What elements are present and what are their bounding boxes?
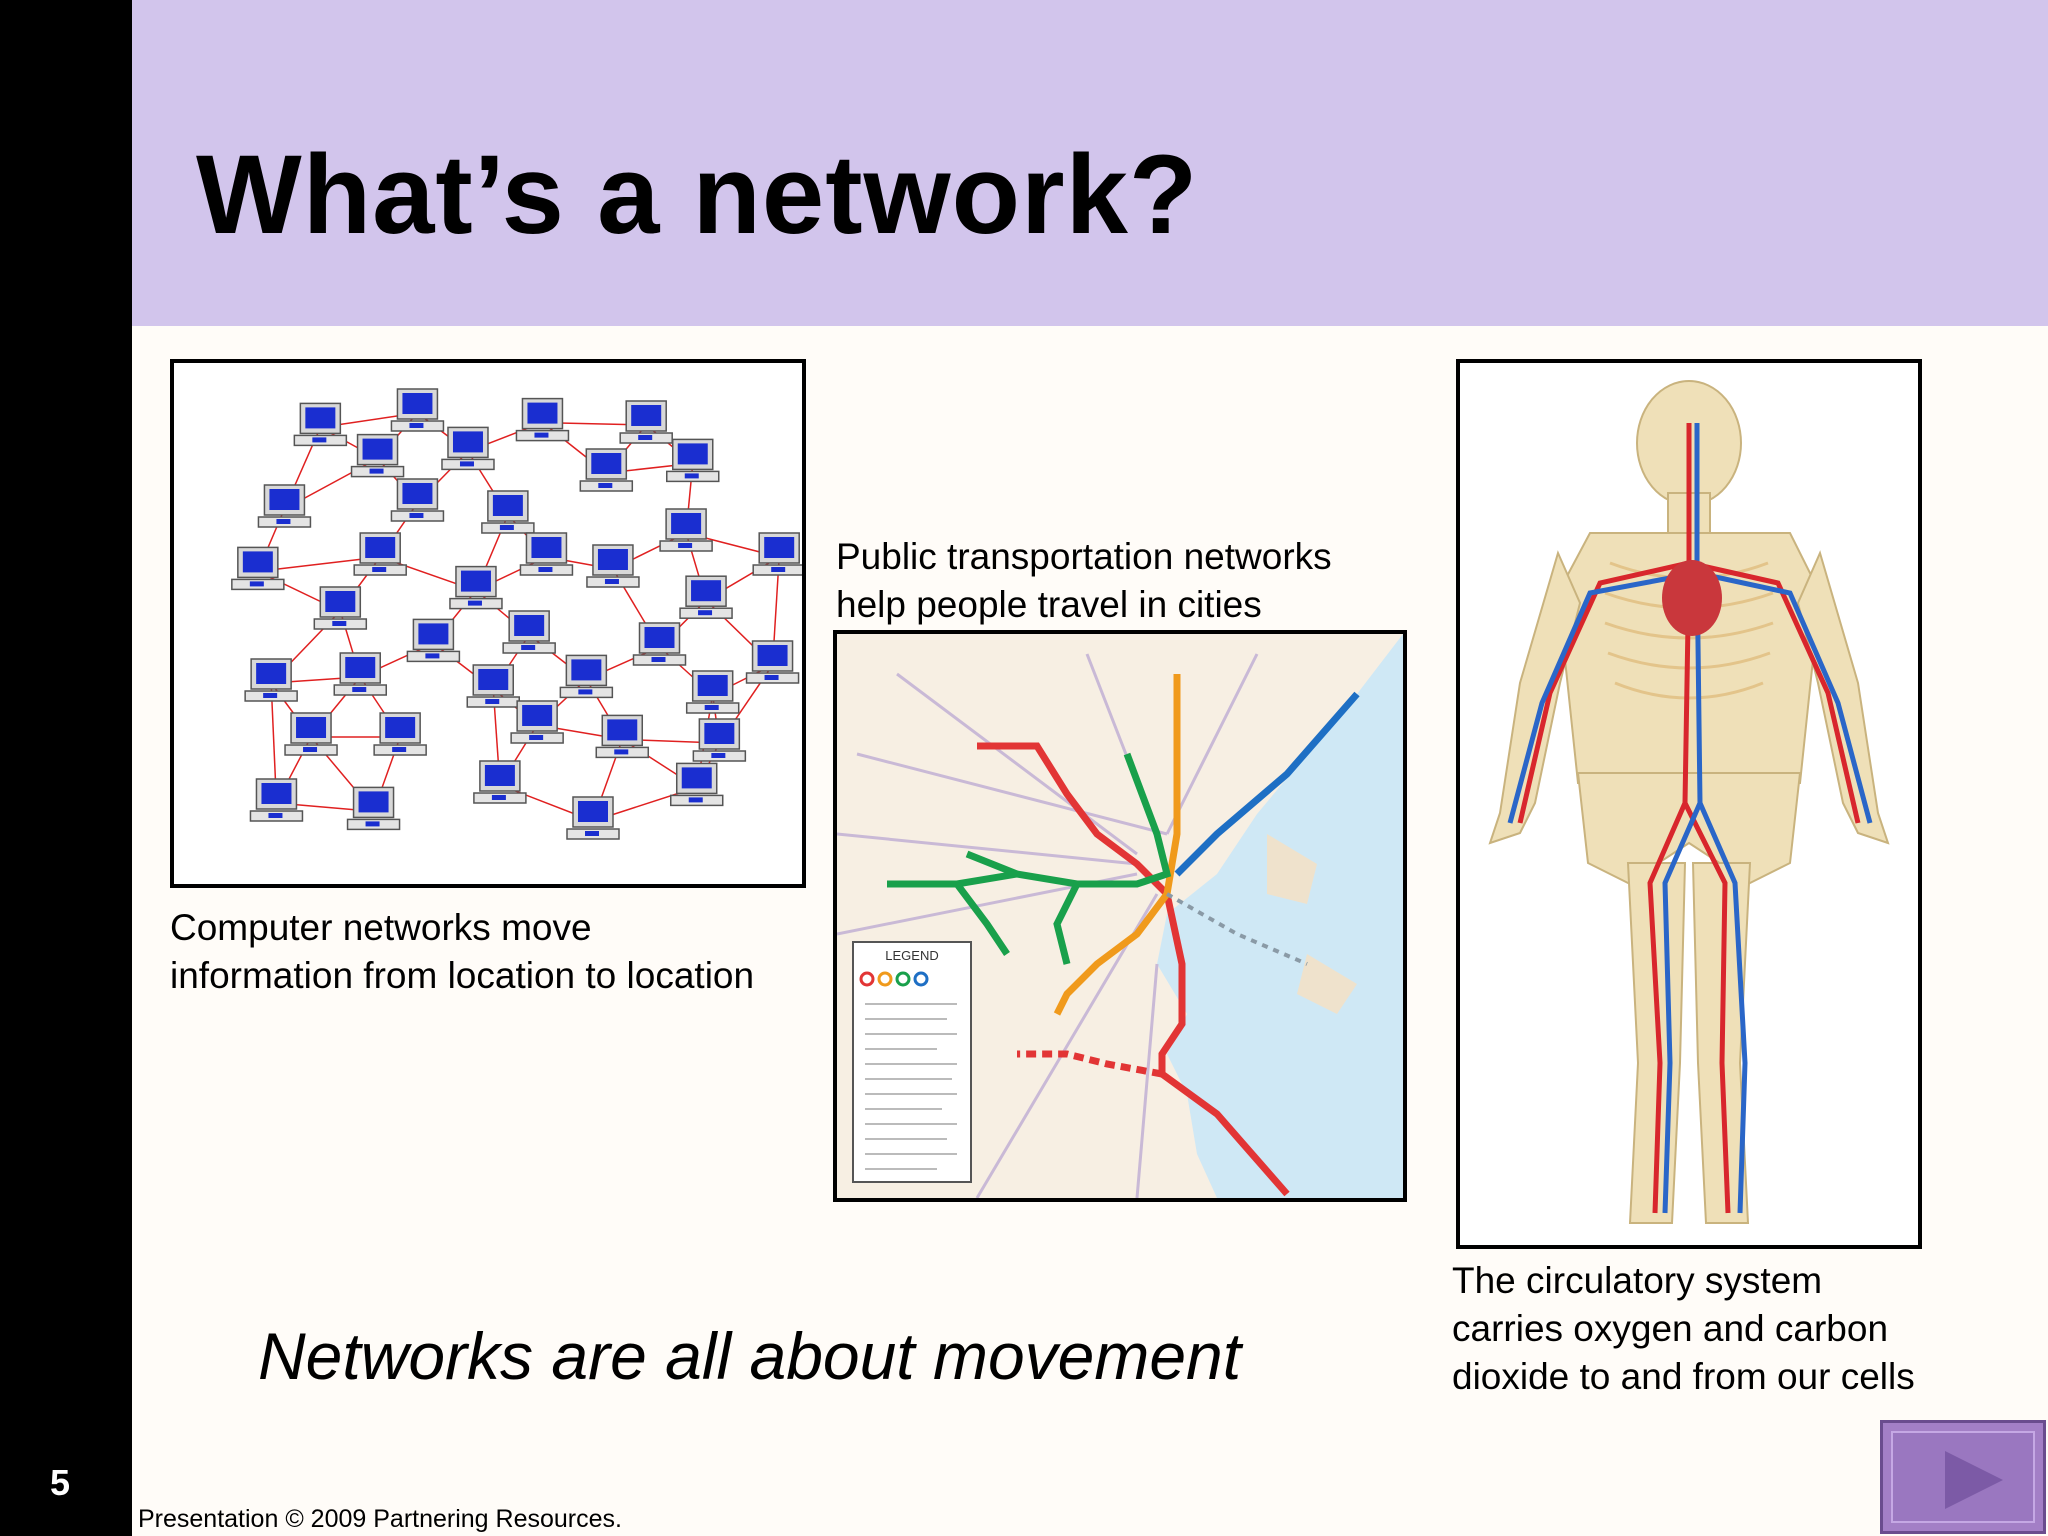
slide-number: 5	[49, 1462, 71, 1503]
computer-icon	[257, 484, 312, 528]
computer-icon	[350, 433, 405, 478]
computer-icon	[353, 532, 407, 576]
computer-icon	[293, 402, 348, 447]
circulatory-caption: The circulatory system carries oxygen an…	[1452, 1260, 1915, 1397]
computer-icon	[559, 654, 614, 699]
computer-icon	[441, 426, 495, 471]
computer-icon	[373, 712, 427, 756]
computer-icon	[390, 388, 445, 432]
computer-icon	[515, 397, 570, 442]
title-header	[132, 0, 2048, 326]
green-line-branches	[954, 850, 1081, 965]
computer-icon	[346, 786, 401, 831]
computer-icon	[692, 718, 747, 762]
computer-icon	[595, 714, 650, 759]
computer-network-caption: Computer networks move information from …	[170, 907, 755, 996]
silver-line	[1166, 892, 1308, 966]
red-line-branch	[1017, 1050, 1163, 1078]
computer-icon	[619, 400, 673, 444]
computer-icon	[586, 544, 640, 588]
computer-icon	[406, 618, 461, 663]
computer-icon	[390, 478, 445, 522]
red-line	[977, 742, 1290, 1197]
computer-icon	[745, 640, 800, 684]
slide-title: What’s a network?	[196, 132, 1199, 257]
computer-icon	[566, 796, 620, 840]
computer-icon	[466, 664, 520, 708]
harbor-islands	[1267, 834, 1357, 1014]
arteries	[1517, 423, 1861, 1214]
computer-icon	[669, 762, 724, 807]
copyright-notice: Presentation © 2009 Partnering Resources…	[138, 1505, 622, 1533]
circulatory-system-image	[1456, 359, 1922, 1249]
computer-icon	[685, 670, 740, 714]
computer-icon	[449, 565, 503, 610]
computer-icon	[473, 760, 527, 804]
computer-network-diagram	[231, 388, 802, 840]
svg-text:LEGEND: LEGEND	[885, 948, 938, 963]
blue-line	[1174, 691, 1360, 877]
circulatory-system-illustration	[1488, 380, 1890, 1224]
computer-network-image	[170, 359, 806, 888]
heart	[1662, 560, 1722, 636]
transit-caption: Public transportation networks help peop…	[836, 536, 1332, 625]
computer-icon	[244, 658, 298, 702]
subway-map-image: LEGEND	[833, 630, 1407, 1202]
tagline: Networks are all about movement	[258, 1319, 1242, 1393]
computer-icon	[313, 586, 368, 630]
next-slide-button[interactable]	[1880, 1420, 2046, 1534]
computer-icon	[284, 712, 338, 756]
computer-icon	[231, 546, 285, 591]
computer-icon	[579, 448, 634, 492]
computer-icon	[519, 532, 574, 576]
computer-icon	[666, 438, 720, 483]
computer-icon	[502, 610, 556, 654]
computer-icon	[481, 490, 535, 534]
computer-icon	[679, 575, 733, 619]
play-triangle-icon[interactable]	[1893, 1433, 2039, 1527]
map-legend: LEGEND	[852, 941, 972, 1183]
green-line	[887, 752, 1172, 888]
computer-icon	[632, 622, 687, 666]
left-bar: 5	[0, 0, 132, 1536]
computer-icon	[249, 778, 304, 822]
computer-icon	[510, 700, 564, 744]
subway-map: LEGEND	[837, 634, 1403, 1198]
computer-icon	[752, 532, 802, 576]
computer-icon	[333, 652, 387, 696]
orange-line	[1053, 674, 1181, 1016]
next-button-face[interactable]	[1891, 1431, 2035, 1523]
harbor-water	[1157, 634, 1403, 1198]
veins	[1507, 423, 1873, 1214]
computer-icon	[659, 508, 713, 552]
